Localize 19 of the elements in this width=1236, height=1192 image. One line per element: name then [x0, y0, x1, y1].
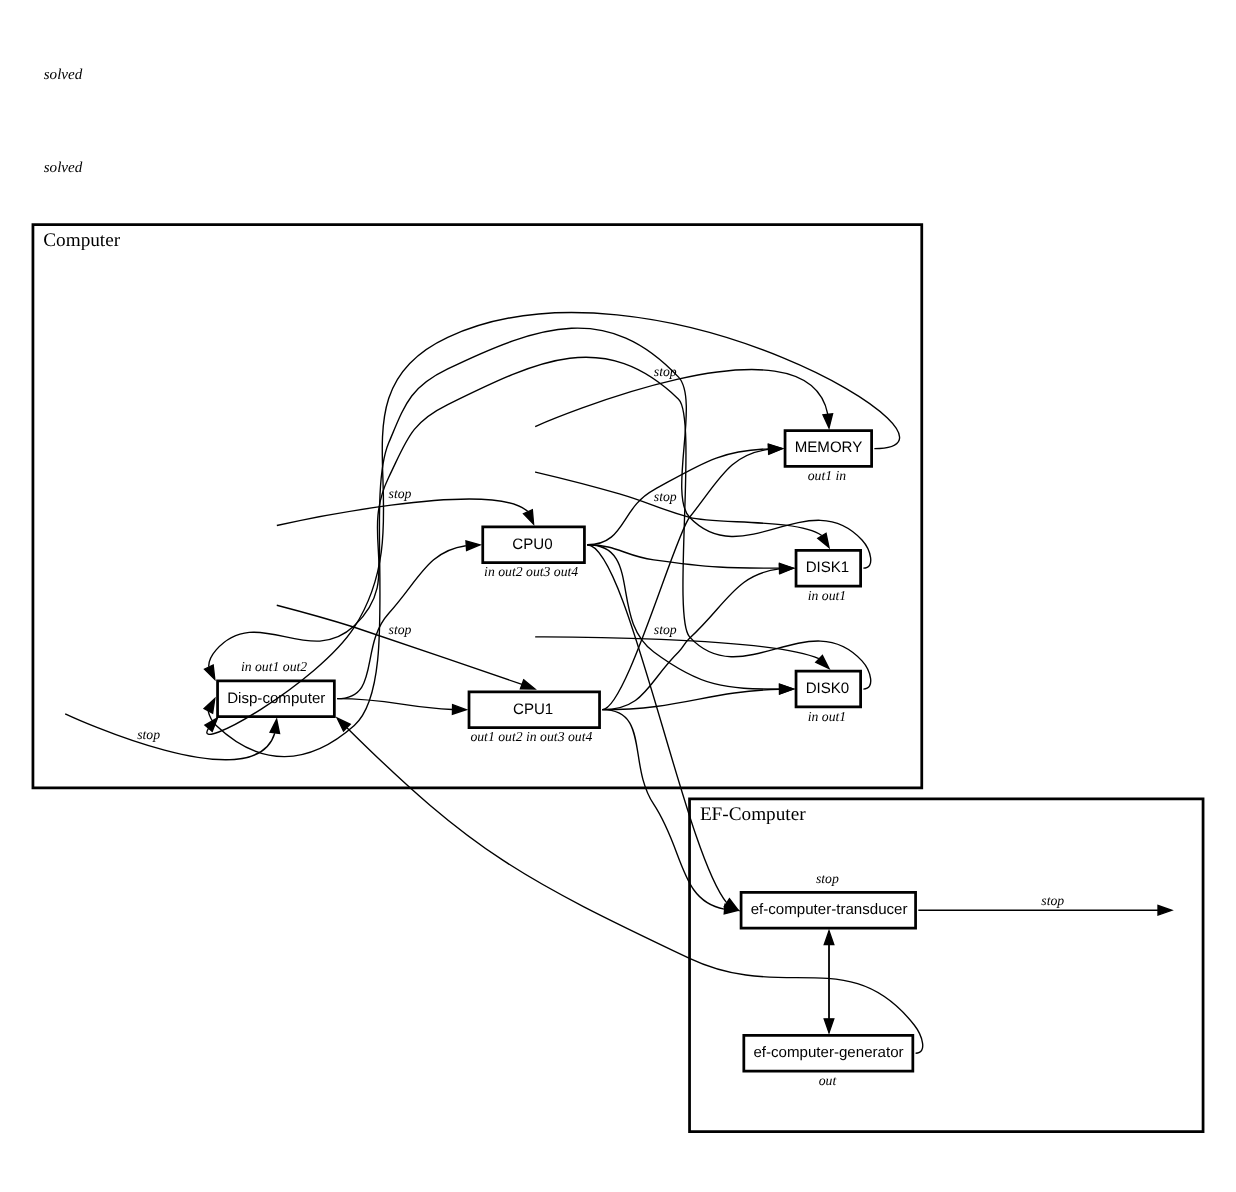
- node-box: DISK1: [794, 547, 862, 587]
- label: solved: [43, 63, 83, 82]
- arrow: [64, 712, 281, 760]
- arrow: [276, 497, 535, 526]
- node-box: ef-computer-transducer: [739, 890, 917, 929]
- node-box: DISK0: [794, 668, 862, 708]
- arrow: [336, 697, 469, 715]
- node-box: CPU1: [467, 689, 601, 728]
- arrow: [335, 715, 924, 1053]
- arrow: [534, 470, 831, 549]
- node-box: ef-computer-generator: [742, 1032, 915, 1072]
- arrow: [203, 355, 872, 689]
- arrow: [534, 635, 831, 669]
- arrow: [276, 603, 537, 689]
- arrow: [917, 903, 1174, 916]
- label: solved: [43, 157, 83, 176]
- node-box: MEMORY: [783, 428, 873, 467]
- arrow: [534, 368, 834, 430]
- node-box: CPU0: [481, 524, 586, 564]
